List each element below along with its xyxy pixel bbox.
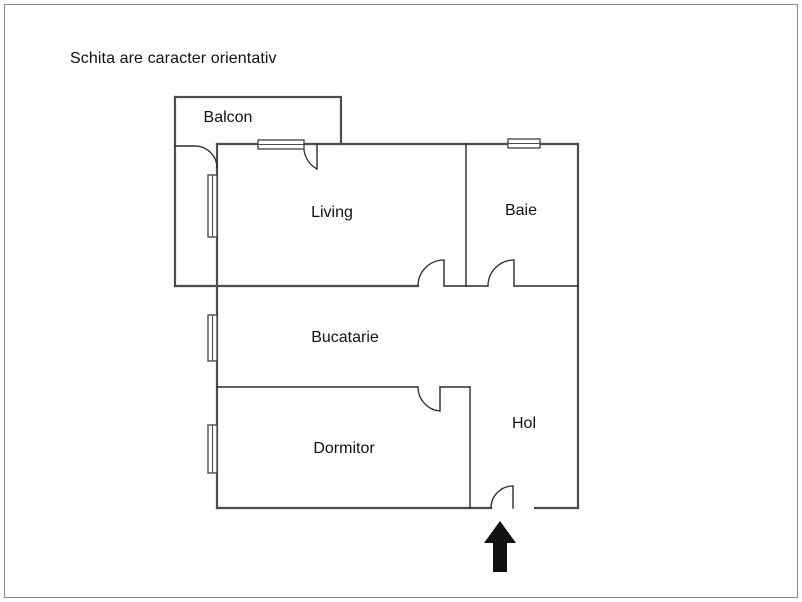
page-title: Schita are caracter orientativ: [70, 50, 277, 67]
baie-door: [487, 259, 515, 287]
living-balcony-door-arc: [194, 145, 218, 169]
living-bucatarie-door-arc: [417, 259, 445, 287]
bucatarie-dormitor-door: [417, 386, 441, 412]
entrance-arrow-shape: [484, 521, 516, 572]
dormitor-window: [207, 424, 218, 474]
room-label-living: Living: [311, 204, 353, 221]
balcon-door-arc: [303, 143, 318, 170]
living-bucatarie-door: [417, 259, 445, 287]
balcon-sliding-door-window: [257, 139, 305, 150]
baie-door-arc: [487, 259, 515, 287]
room-label-dormitor: Dormitor: [313, 440, 375, 457]
living-balcony-door: [174, 145, 218, 169]
room-label-group: Balcon Living Baie Bucatarie Dormitor Ho…: [204, 109, 538, 457]
room-label-baie: Baie: [505, 202, 537, 219]
entrance-door-arc: [490, 485, 514, 509]
room-label-balcon: Balcon: [204, 109, 253, 126]
baie-window: [507, 138, 541, 149]
wall-group-outer: [173, 95, 580, 510]
wall-balcony-outline: [173, 95, 343, 146]
bucatarie-dormitor-door-arc: [417, 386, 441, 412]
living-window: [207, 174, 218, 238]
entrance-door: [490, 485, 514, 509]
balcon-door: [303, 143, 318, 170]
window-group: [207, 138, 541, 474]
room-label-bucatarie: Bucatarie: [311, 329, 379, 346]
room-label-hol: Hol: [512, 415, 536, 432]
entrance-arrow: [484, 521, 516, 572]
bucatarie-window: [207, 314, 218, 362]
wall-group-interior: [216, 143, 579, 509]
